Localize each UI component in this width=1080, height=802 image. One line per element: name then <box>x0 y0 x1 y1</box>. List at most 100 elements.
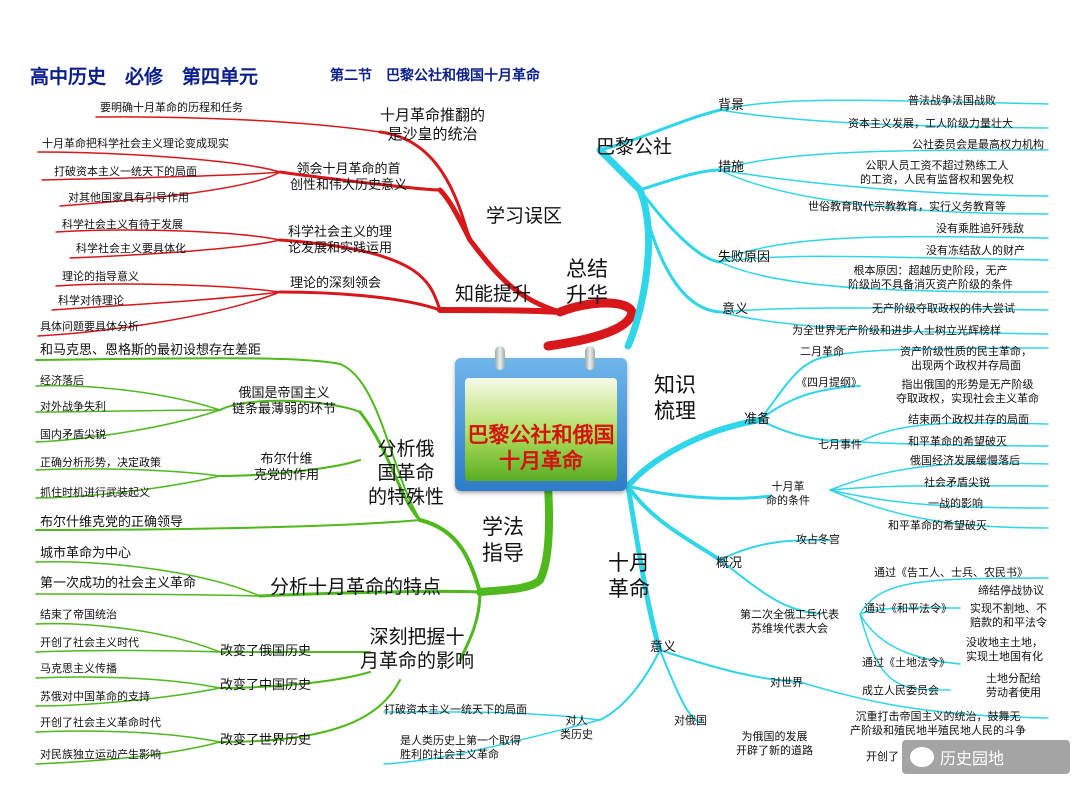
item-deep-3: 具体问题要具体分析 <box>40 320 139 333</box>
item-russia-1: 结束了帝国统治 <box>40 608 117 621</box>
item-background-2: 资本主义发展，工人阶级力量壮大 <box>848 117 1013 130</box>
item-april-detail: 指出俄国的形势是无产阶级 夺取政权，实现社会主义革命 <box>896 378 1039 405</box>
item-world-1: 开创了社会主义革命时代 <box>40 716 161 729</box>
item-humanity-2: 是人类历史上第一个取得 胜利的社会主义革命 <box>400 734 521 761</box>
node-features: 分析十月革命的特点 <box>270 576 442 598</box>
item-land-1: 没收地主土地， 实现土地国有化 <box>966 636 1043 663</box>
method-connectors <box>35 357 554 765</box>
item-july-1: 结束两个政权并存的局面 <box>908 413 1029 426</box>
node-bolshevik-role: 布尔什维 克党的作用 <box>254 452 320 484</box>
node-measures: 措施 <box>718 160 745 175</box>
calendar-page: 巴黎公社和俄国十月革命 <box>465 378 617 481</box>
node-july-days: 七月事件 <box>818 438 862 451</box>
item-paris-sig-2: 为全世界无产阶级和进步人士树立光辉榜样 <box>792 324 1001 337</box>
item-measures-3: 世俗教育取代宗教教育，实行义务教育等 <box>808 200 1006 213</box>
item-meaning-1: 十月革命把科学社会主义理论变成现实 <box>42 137 229 150</box>
node-change-world: 改变了世界历史 <box>220 733 312 748</box>
item-china-1: 马克思主义传播 <box>40 662 117 675</box>
node-for-humanity: 对人 类历史 <box>560 714 593 741</box>
item-peace-1: 缔结停战协议 <box>978 584 1044 597</box>
item-humanity-1: 打破资本主义一统天下的局面 <box>384 703 527 716</box>
calendar-shape: 巴黎公社和俄国十月革命 <box>455 358 627 491</box>
node-conditions: 十月革 命的条件 <box>766 480 810 507</box>
item-condition-1: 俄国经济发展缓慢落后 <box>910 454 1020 467</box>
item-tsarist-1: 要明确十月革命的历程和任务 <box>100 101 243 114</box>
item-condition-4: 和平革命的希望破灭 <box>888 519 987 532</box>
item-deep-1: 理论的指导意义 <box>62 270 139 283</box>
item-condition-3: 一战的影响 <box>928 497 983 510</box>
item-feature-1: 城市革命为中心 <box>40 546 132 561</box>
knowledge-connectors <box>383 99 1049 765</box>
node-change-china: 改变了中国历史 <box>220 678 312 693</box>
item-feb-detail: 资产阶级性质的民主革命， 出现两个政权并存局面 <box>900 345 1032 372</box>
central-topic-title: 巴黎公社和俄国十月革命 <box>467 423 615 474</box>
node-paris: 巴黎公社 <box>596 136 673 158</box>
node-background: 背景 <box>718 98 745 113</box>
item-world-2: 对民族独立运动产生影响 <box>40 748 161 761</box>
summary-connectors <box>37 116 637 351</box>
header-subtitle: 第二节 巴黎公社和俄国十月革命 <box>330 68 540 84</box>
item-failure-2: 没有冻结敌人的财产 <box>926 244 1025 257</box>
item-feature-2: 第一次成功的社会主义革命 <box>40 576 197 591</box>
node-summary: 总结 升华 <box>566 257 608 308</box>
item-commissars: 成立人民委员会 <box>862 684 939 697</box>
item-condition-2: 社会矛盾尖锐 <box>924 476 990 489</box>
item-theory-2: 科学社会主义要具体化 <box>76 242 186 255</box>
item-measures-2: 公职人员工资不超过熟练工人 的工资，人民有监督权和罢免权 <box>860 159 1014 186</box>
node-feb-revolution: 二月革命 <box>800 345 844 358</box>
item-world-pioneer: 开创了 <box>866 750 899 763</box>
node-land-decree: 通过《土地法令》 <box>862 656 950 669</box>
item-deep-2: 科学对待理论 <box>58 294 124 307</box>
node-change-russia: 改变了俄国历史 <box>220 644 312 659</box>
item-theory-1: 科学社会主义有待于发展 <box>62 218 183 231</box>
item-weak-1: 经济落后 <box>40 374 84 387</box>
header-title: 高中历史 必修 第四单元 <box>30 66 259 88</box>
item-weak-2: 对外战争失利 <box>40 400 106 413</box>
item-bolshevik-1: 正确分析形势，决定政策 <box>40 456 161 469</box>
item-peace-2: 实现不割地、不 赔款的和平法令 <box>970 602 1047 629</box>
node-special: 分析俄 国革命 的特殊性 <box>368 438 445 508</box>
item-paris-sig-1: 无产阶级夺取政权的伟大尝试 <box>872 302 1015 315</box>
node-first-meaning: 领会十月革命的首 创性和伟大历史意义 <box>290 162 408 194</box>
node-paris-significance: 意义 <box>722 302 749 317</box>
item-russia-new-path: 为俄国的发展 开辟了新的道路 <box>736 730 813 757</box>
item-meaning-3: 对其他国家具有引导作用 <box>68 191 189 204</box>
item-failure-1: 没有乘胜追歼残敌 <box>936 222 1024 235</box>
item-failure-3: 根本原因：超越历史阶段，无产 阶级尚不具备消灭资产阶级的条件 <box>848 264 1013 291</box>
item-measures-1: 公社委员会是最高权力机构 <box>912 138 1044 151</box>
node-ability: 知能提升 <box>455 283 532 305</box>
node-deep: 理论的深刻领会 <box>290 276 382 291</box>
node-october: 十月 革命 <box>608 551 650 602</box>
item-land-2: 土地分配给 劳动者使用 <box>986 672 1041 699</box>
item-china-2: 苏俄对中国革命的支持 <box>40 690 150 703</box>
item-bolshevik-lead: 布尔什维克党的正确领导 <box>40 515 184 530</box>
node-preparation: 准备 <box>744 412 771 427</box>
node-overview: 概况 <box>716 556 743 571</box>
node-method: 学法 指导 <box>482 515 524 566</box>
node-study-pitfalls: 学习误区 <box>486 205 563 227</box>
wechat-icon <box>910 747 934 767</box>
watermark-text: 历史园地 <box>940 749 1005 768</box>
item-weak-3: 国内矛盾尖锐 <box>40 428 106 441</box>
node-weak-link: 俄国是帝国主义 链条最薄弱的环节 <box>232 386 337 418</box>
calendar-ring-right <box>585 346 595 370</box>
node-october-significance: 意义 <box>650 640 677 655</box>
node-theory: 科学社会主义的理 论发展和实践运用 <box>288 225 393 257</box>
calendar-ring-left <box>495 346 505 370</box>
item-world-strike: 沉重打击帝国主义的统治，鼓舞无 产阶级和殖民地半殖民地人民的斗争 <box>850 710 1026 737</box>
item-background-1: 普法战争法国战败 <box>908 94 996 107</box>
node-peace-decree: 通过《和平法令》 <box>864 602 952 615</box>
node-congress: 第二次全俄工兵代表 苏维埃代表大会 <box>740 608 839 635</box>
node-april-theses: 《四月提纲》 <box>796 376 862 389</box>
item-russia-2: 开创了社会主义时代 <box>40 636 139 649</box>
node-tsarist: 十月革命推翻的 是沙皇的统治 <box>380 106 486 143</box>
node-impact: 深刻把握十 月革命的影响 <box>360 626 475 672</box>
item-july-2: 和平革命的希望破灭 <box>908 435 1007 448</box>
item-attack-winter-palace: 攻占冬宫 <box>796 533 840 546</box>
item-bolshevik-2: 抓住时机进行武装起义 <box>40 486 150 499</box>
node-for-world: 对世界 <box>770 676 803 689</box>
node-knowledge: 知识 梳理 <box>654 373 696 424</box>
item-special-gap: 和马克思、恩格斯的最初设想存在差距 <box>40 343 262 358</box>
central-topic: 巴黎公社和俄国十月革命 <box>455 346 627 491</box>
